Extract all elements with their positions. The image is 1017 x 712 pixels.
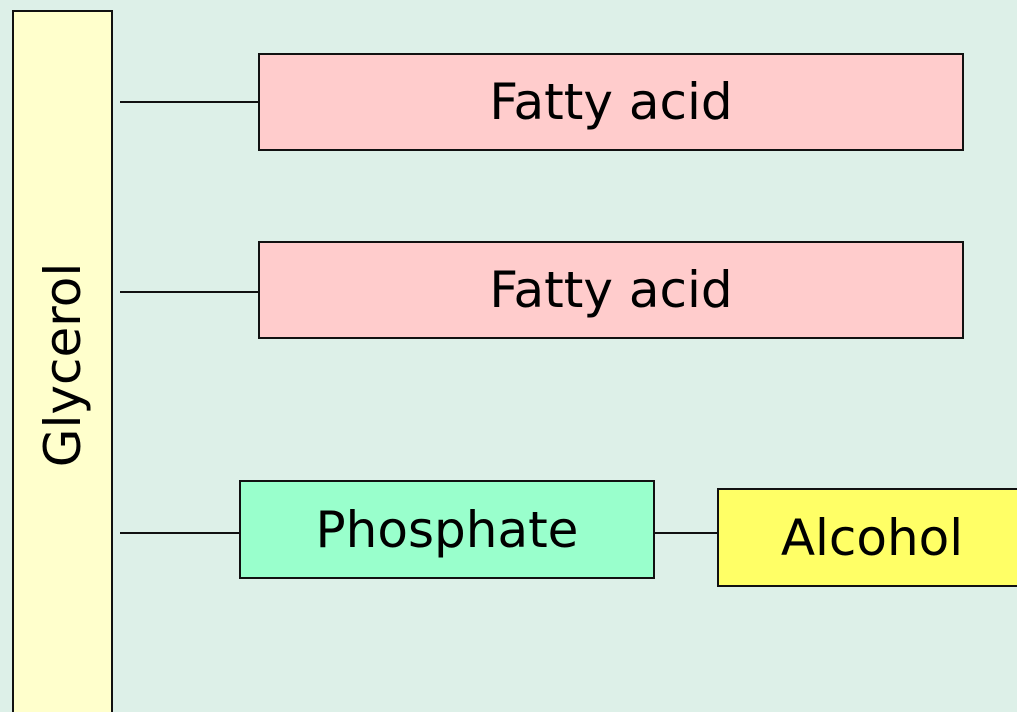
glycerol-label: Glycerol [34, 262, 92, 468]
alcohol-box: Alcohol [717, 488, 1017, 587]
fatty-acid-box-1: Fatty acid [258, 53, 964, 151]
connector-glycerol-phosphate [120, 532, 239, 534]
fatty-acid-label-1: Fatty acid [489, 73, 733, 131]
phosphate-box: Phosphate [239, 480, 655, 579]
glycerol-box [12, 10, 113, 712]
connector-glycerol-fatty-acid-1 [120, 101, 258, 103]
connector-glycerol-fatty-acid-2 [120, 291, 258, 293]
phosphate-label: Phosphate [315, 500, 579, 559]
fatty-acid-label-2: Fatty acid [489, 261, 733, 319]
fatty-acid-box-2: Fatty acid [258, 241, 964, 339]
connector-phosphate-alcohol [655, 532, 717, 534]
alcohol-label: Alcohol [780, 508, 964, 567]
